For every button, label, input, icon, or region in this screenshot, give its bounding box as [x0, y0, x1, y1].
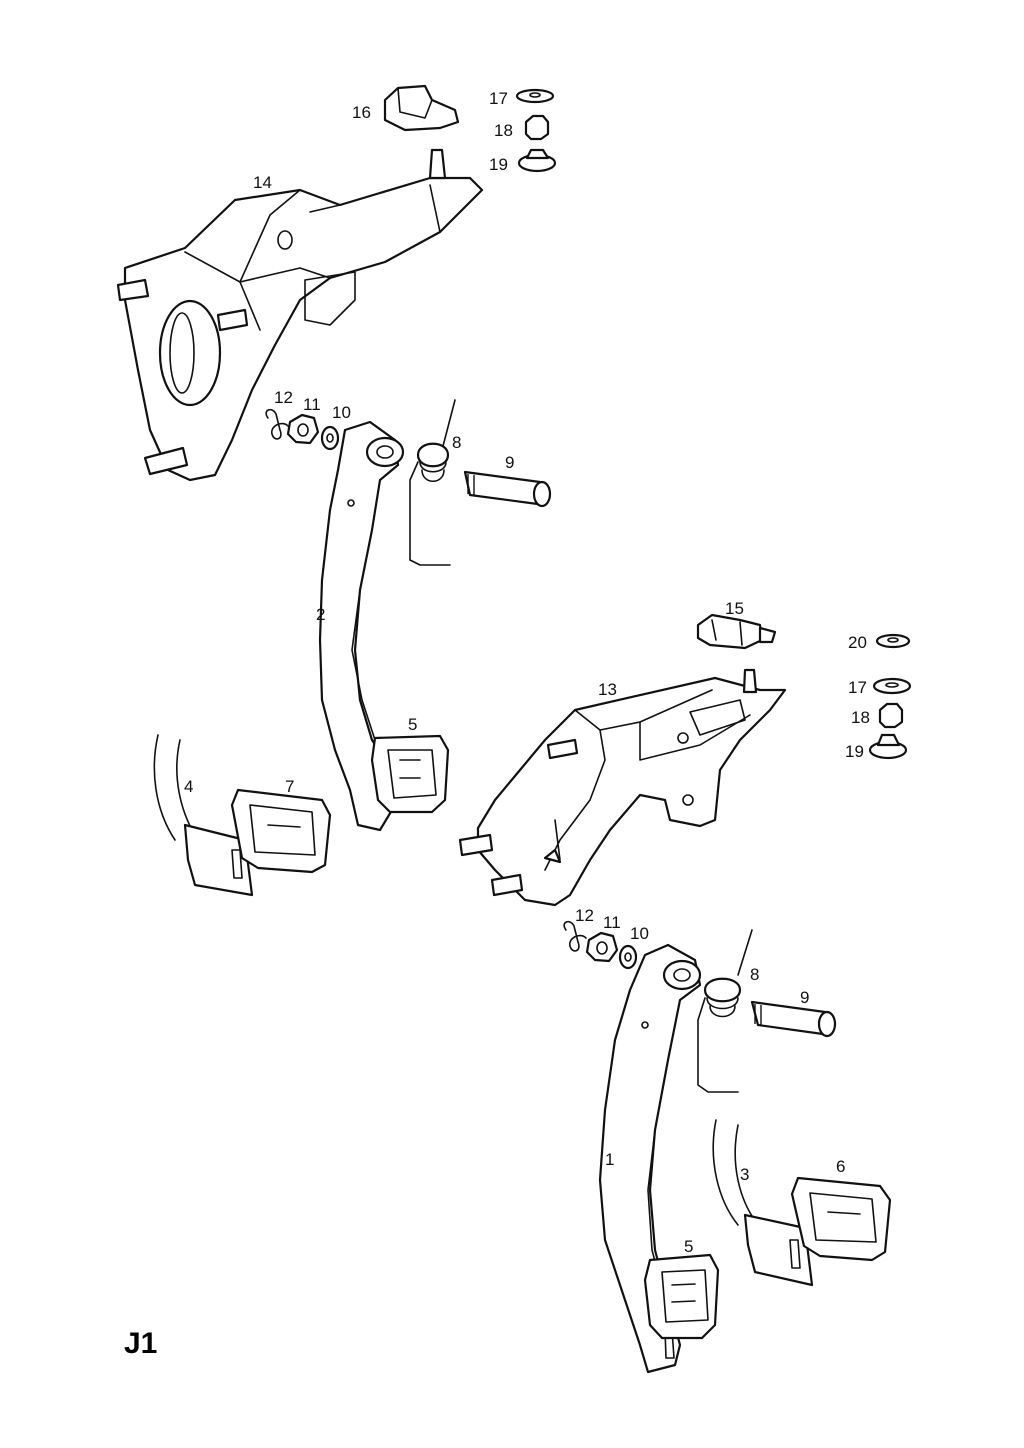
callout-2: 2	[316, 605, 325, 624]
callout-18-upper: 18	[494, 121, 513, 140]
callout-5-upper: 5	[408, 715, 417, 734]
part-19-flange-nut-lower	[868, 733, 908, 760]
callout-18-lower: 18	[851, 708, 870, 727]
callout-15: 15	[725, 599, 744, 618]
part-8-return-spring-lower	[697, 929, 753, 1093]
part-10-washer-lower	[618, 944, 638, 970]
part-18-nut-upper	[524, 114, 550, 141]
callout-8-lower: 8	[750, 965, 759, 984]
callout-10-lower: 10	[630, 924, 649, 943]
part-3-pedal-arm	[712, 1119, 814, 1287]
callout-20: 20	[848, 633, 867, 652]
part-20-washer	[875, 633, 911, 649]
part-17-washer-upper	[515, 88, 555, 104]
part-4-pedal-arm-lower-left	[153, 734, 254, 897]
callout-labels: 1 2 3 4 5 5 6 7 8 8 9 9 10 10 11 11 12 1…	[184, 89, 870, 1256]
callout-13: 13	[598, 680, 617, 699]
part-13-pedal-bracket-rhd	[458, 668, 787, 907]
part-18-nut-lower	[878, 702, 904, 729]
callout-5-lower: 5	[684, 1237, 693, 1256]
callout-9-upper: 9	[505, 453, 514, 472]
part-5-pedal-pad-upper	[370, 734, 450, 814]
part-11-nut-upper	[286, 413, 320, 445]
callout-17-upper: 17	[489, 89, 508, 108]
part-14-pedal-bracket	[116, 148, 484, 482]
part-10-washer-upper	[320, 425, 340, 451]
callout-11-lower: 11	[603, 913, 621, 932]
callout-3: 3	[740, 1165, 749, 1184]
part-17-washer-lower	[872, 677, 912, 695]
part-15-retaining-clip	[696, 613, 777, 650]
callout-12-upper: 12	[274, 388, 293, 407]
part-7-pedal-pad	[230, 788, 332, 874]
part-12-clip-upper	[265, 408, 289, 440]
callout-19-upper: 19	[489, 155, 508, 174]
callout-1: 1	[605, 1150, 614, 1169]
callout-11-upper: 11	[303, 395, 321, 414]
part-1-pedal-arm-lower	[598, 943, 702, 1374]
callout-7: 7	[285, 777, 294, 796]
part-5-pedal-pad-lower	[643, 1253, 720, 1340]
part-8-return-spring-upper	[409, 399, 456, 566]
callout-14: 14	[253, 173, 272, 192]
part-6-pedal-pad	[790, 1176, 892, 1262]
part-19-flange-nut-upper	[517, 148, 557, 173]
callout-12-lower: 12	[575, 906, 594, 925]
callout-16: 16	[352, 103, 371, 122]
part-9-pivot-pin-upper	[463, 470, 552, 508]
callout-17-lower: 17	[848, 678, 867, 697]
part-12-clip-lower	[563, 920, 587, 952]
part-9-pivot-pin-lower	[750, 1000, 837, 1038]
callout-10-upper: 10	[332, 403, 351, 422]
callout-6: 6	[836, 1157, 845, 1176]
callout-4: 4	[184, 777, 193, 796]
part-11-nut-lower	[585, 931, 619, 963]
callout-8-upper: 8	[452, 433, 461, 452]
callout-19-lower: 19	[845, 742, 864, 761]
part-16-retaining-clip	[383, 84, 460, 132]
figure-code: J1	[124, 1327, 157, 1360]
callout-9-lower: 9	[800, 988, 809, 1007]
